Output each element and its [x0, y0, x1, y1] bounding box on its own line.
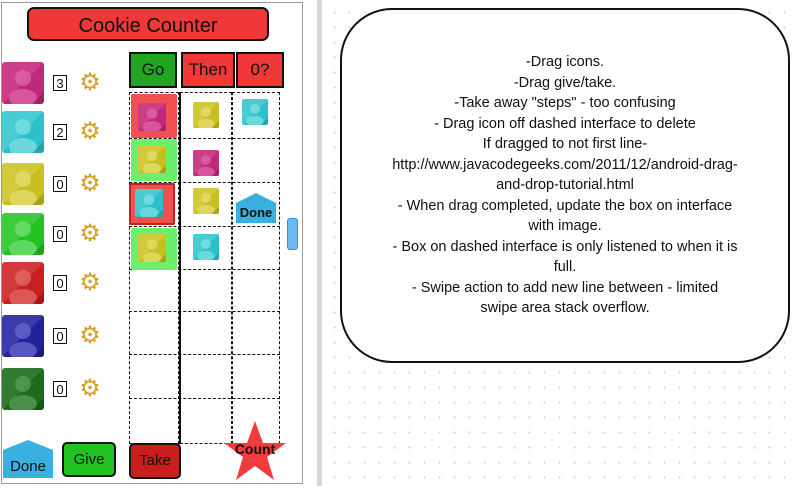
- zero-header[interactable]: 0?: [236, 52, 284, 88]
- design-note: -Drag icons. -Drag give/take. -Take away "…: [340, 8, 790, 363]
- star-icon: [224, 421, 286, 480]
- note-line: If dragged to not first line-: [482, 136, 648, 152]
- note-line: -Drag icons.: [525, 54, 605, 70]
- note-line: swipe area stack overflow.: [480, 300, 650, 316]
- palette-count: 0: [53, 381, 67, 397]
- scrollbar-thumb[interactable]: [287, 218, 298, 250]
- then-header[interactable]: Then: [181, 52, 235, 88]
- grid-cell-icon-magenta[interactable]: [193, 150, 219, 176]
- done-button-label: Done: [10, 458, 46, 475]
- grid-row-line: [129, 182, 280, 183]
- palette-icon-olive[interactable]: [2, 163, 44, 205]
- go-then-divider: [179, 92, 181, 444]
- gear-icon[interactable]: ⚙: [79, 375, 101, 402]
- note-line: with image.: [528, 218, 602, 234]
- take-button[interactable]: Take: [129, 443, 181, 479]
- palette-icon-darkgreen[interactable]: [2, 368, 44, 410]
- gear-icon[interactable]: ⚙: [79, 69, 101, 96]
- done-step-label: Done: [239, 205, 273, 220]
- palette-count: 0: [53, 176, 67, 192]
- app-title: Cookie Counter: [27, 7, 269, 41]
- grid-row-line: [129, 226, 280, 227]
- palette-icon-magenta[interactable]: [2, 62, 44, 104]
- count-button[interactable]: Count: [222, 419, 288, 483]
- note-line: full.: [553, 259, 577, 275]
- grid-row-line: [129, 269, 280, 270]
- zero-column-dash: [232, 92, 280, 444]
- grid-cell-icon-teal[interactable]: [135, 189, 163, 217]
- note-line: - Box on dashed interface is only listen…: [392, 238, 738, 255]
- palette-count: 0: [53, 275, 67, 291]
- note-line: -Drag give/take.: [513, 74, 617, 91]
- palette-icon-green[interactable]: [2, 213, 44, 255]
- grid-cell-icon-teal[interactable]: [193, 234, 219, 260]
- note-line: - Swipe action to add new line between -…: [411, 279, 719, 296]
- then-column-dash: [180, 92, 232, 444]
- house-icon: [3, 440, 53, 478]
- gear-icon[interactable]: ⚙: [79, 170, 101, 197]
- palette-count: 3: [53, 75, 67, 91]
- grid-row-line: [129, 398, 280, 399]
- note-line: http://www.javacodegeeks.com/2011/12/and…: [392, 156, 738, 173]
- go-header[interactable]: Go: [129, 52, 177, 88]
- take-button-label: Take: [139, 452, 171, 469]
- grid-cell-icon-olive[interactable]: [138, 234, 166, 262]
- grid-row-line: [129, 138, 280, 139]
- grid-cell-icon-magenta[interactable]: [138, 103, 166, 131]
- give-button[interactable]: Give: [62, 442, 116, 477]
- gear-icon[interactable]: ⚙: [79, 220, 101, 247]
- gear-icon[interactable]: ⚙: [79, 322, 101, 349]
- grid-row-line: [129, 311, 280, 312]
- grid-cell-icon-olive[interactable]: [138, 145, 166, 173]
- note-line: - Drag icon off dashed interface to dele…: [434, 115, 696, 132]
- palette-count: 0: [53, 328, 67, 344]
- palette-icon-teal[interactable]: [2, 111, 44, 153]
- panel-divider[interactable]: [317, 0, 322, 486]
- grid-cell-icon-olive[interactable]: [193, 188, 219, 214]
- give-button-label: Give: [73, 451, 105, 468]
- palette-count: 0: [53, 226, 67, 242]
- done-button[interactable]: Done: [2, 440, 54, 478]
- palette-icon-red[interactable]: [2, 262, 44, 304]
- note-line: and-drop-tutorial.html: [496, 177, 634, 193]
- grid-cell-icon-teal[interactable]: [242, 99, 268, 125]
- palette-count: 2: [53, 124, 67, 140]
- house-icon: [236, 193, 276, 223]
- note-line: - When drag completed, update the box on…: [397, 197, 733, 214]
- design-note-text: -Drag icons. -Drag give/take. -Take away "…: [342, 52, 788, 319]
- done-step-marker[interactable]: Done: [234, 191, 278, 225]
- gear-icon[interactable]: ⚙: [79, 269, 101, 296]
- count-button-label: Count: [234, 441, 276, 457]
- note-line: -Take away "steps" - too confusing: [454, 95, 676, 111]
- grid-cell-icon-olive[interactable]: [193, 102, 219, 128]
- palette-icon-navy[interactable]: [2, 315, 44, 357]
- gear-icon[interactable]: ⚙: [79, 118, 101, 145]
- grid-row-line: [129, 354, 280, 355]
